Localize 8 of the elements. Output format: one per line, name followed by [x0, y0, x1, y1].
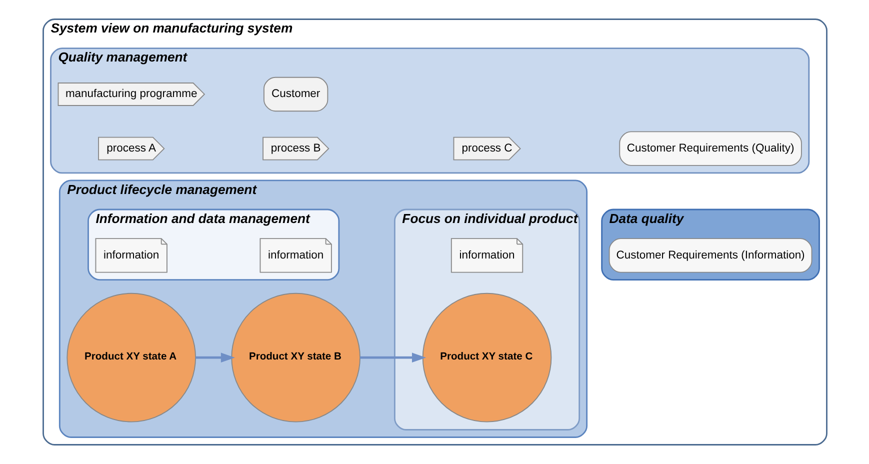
arrow	[360, 352, 426, 363]
node-circle: Product XY state C	[422, 292, 552, 422]
node-box: Customer Requirements (Quality)	[618, 131, 802, 166]
node-circle: Product XY state B	[230, 292, 360, 422]
node-circle: Product XY state A	[66, 292, 196, 422]
arrow	[195, 352, 234, 363]
node-box: Customer	[263, 76, 328, 112]
node-box: Customer Requirements (Information)	[608, 238, 812, 273]
